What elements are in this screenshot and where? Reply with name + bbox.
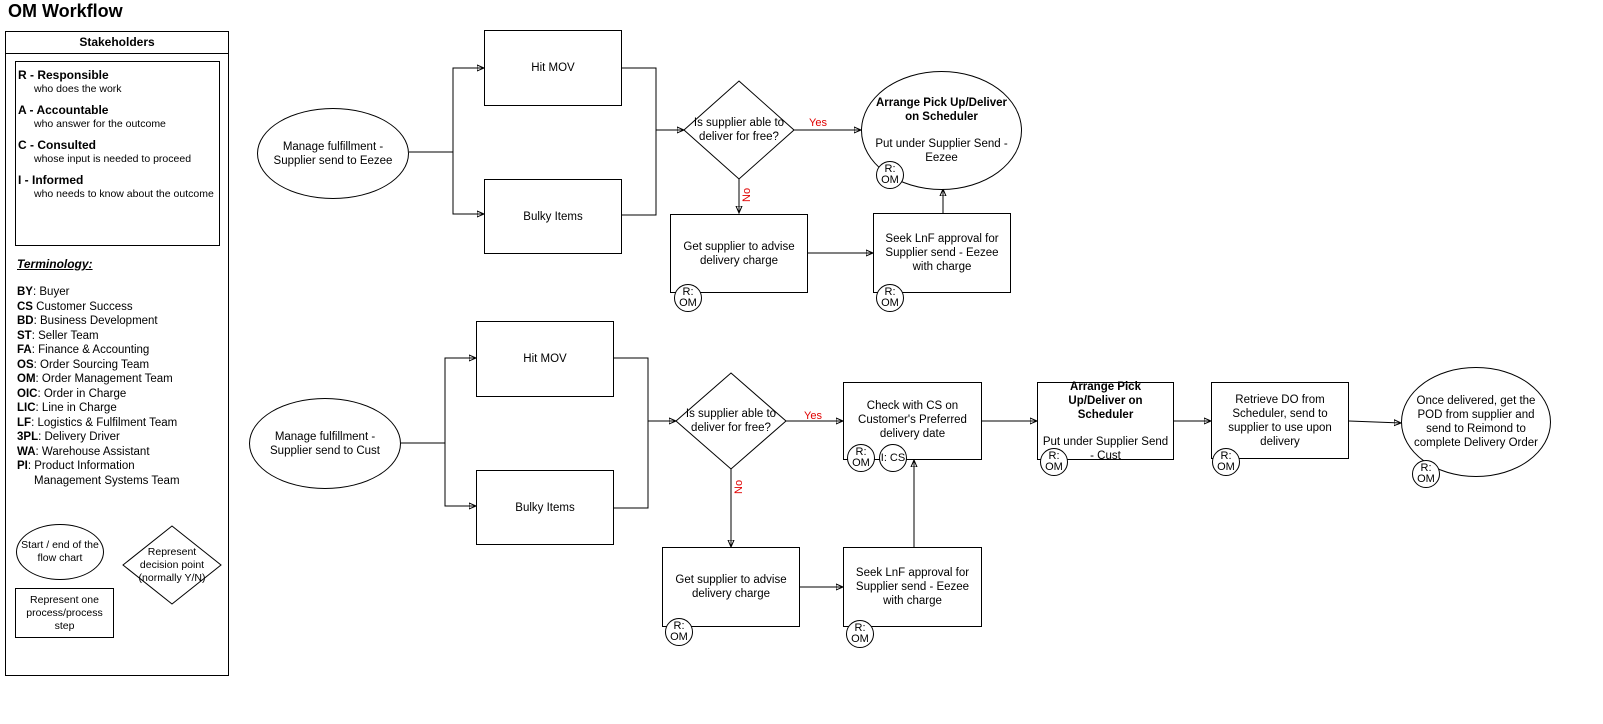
responsible-badge: R: OM [1040,448,1068,476]
decision-diamond [675,372,787,470]
term-def: : Order Sourcing Team [33,358,150,371]
flow2-seek-node: Seek LnF approval for Supplier send - Ee… [843,547,982,627]
responsible-badge: R: OM [847,444,875,472]
responsible-badge: R: OM [1212,448,1240,476]
raci-term: C - Consulted [18,138,96,152]
raci-entry: C - Consulted whose input is needed to p… [18,138,215,166]
raci-entry: A - Accountable who answer for the outco… [18,103,215,131]
term-abbr: OS [17,358,34,371]
stakeholders-header: Stakeholders [6,32,228,54]
term-item: WA: Warehouse Assistant [17,445,180,460]
term-def: : Logistics & Fulfilment Team [31,416,178,429]
flow1-advise-node: Get supplier to advise delivery charge [670,214,808,293]
flow1-start-node: Manage fulfillment - Supplier send to Ee… [257,108,409,199]
term-def: : Delivery Driver [38,431,120,443]
term-abbr: OM [17,373,36,385]
term-item: ST: Seller Team [17,329,180,344]
raci-term: R - Responsible [18,68,109,82]
term-continuation: Management Systems Team [34,474,180,487]
legend-process-shape: Represent one process/process step [15,588,114,638]
term-abbr: WA [17,445,36,458]
legend-diamond-shape [122,525,222,605]
term-def: : Buyer [32,286,70,298]
terminology-title: Terminology: [17,257,93,271]
flow2-end-node: Once delivered, get the POD from supplie… [1401,367,1551,477]
term-abbr: OIC [17,387,38,400]
flow1-hit-mov-node: Hit MOV [484,30,622,106]
responsible-badge: R: OM [1412,460,1440,488]
arrange-sub: Put under Supplier Send - Cust [1042,435,1169,462]
term-abbr: BD [17,315,34,327]
page-title: OM Workflow [8,1,123,21]
flow2-no-label: No [733,479,745,494]
term-item: PI: Product Information [17,459,180,474]
term-item: LIC: Line in Charge [17,401,180,416]
term-abbr: ST [17,329,32,342]
flow2-start-node: Manage fulfillment - Supplier send to Cu… [249,398,401,489]
stakeholders-panel: Stakeholders R - Responsible who does th… [5,31,229,676]
responsible-badge: R: OM [876,161,904,189]
legend-decision-text: Represent decision point (normally Y/N) [138,546,206,584]
term-item: 3PL: Delivery Driver [17,430,180,445]
arrange-title: Arrange Pick Up/Deliver on Scheduler [1068,380,1143,421]
term-abbr: CS [17,300,33,313]
term-def: : Product Information [27,460,135,472]
flow2-bulky-node: Bulky Items [476,470,614,545]
raci-term: I - Informed [18,173,84,187]
raci-desc: who needs to know about the outcome [34,188,214,200]
term-item: BD: Business Development [17,314,180,329]
flow2-yes-label: Yes [804,410,822,422]
term-item: OM: Order Management Team [17,372,180,387]
flow1-bulky-node: Bulky Items [484,179,622,254]
raci-legend: R - Responsible who does the work A - Ac… [15,61,220,246]
term-item: FA: Finance & Accounting [17,343,180,358]
term-item: BY: Buyer [17,285,180,300]
term-abbr: PI [17,460,28,472]
term-def: : Business Development [33,315,158,327]
responsible-badge: R: OM [876,284,904,312]
informed-badge: I: CS [879,444,907,472]
term-def: Customer Success [32,300,133,313]
term-abbr: LIC [17,402,36,414]
responsible-badge: R: OM [674,284,702,312]
term-def: : Finance & Accounting [31,344,150,356]
flow1-seek-node: Seek LnF approval for Supplier send - Ee… [873,213,1011,293]
arrange-title: Arrange Pick Up/Deliver on Scheduler [875,97,1008,123]
raci-desc: who does the work [34,83,122,95]
raci-desc: whose input is needed to proceed [34,153,192,165]
term-abbr: FA [17,344,32,356]
responsible-badge: R: OM [665,618,693,646]
flow2-hit-mov-node: Hit MOV [476,321,614,397]
legend-start-end-shape: Start / end of the flow chart [16,524,104,580]
terminology-list: BY: Buyer CS Customer Success BD: Busine… [17,285,180,488]
term-def: : Warehouse Assistant [35,445,150,458]
term-abbr: LF [17,416,32,429]
flow1-decision-text: Is supplier able to deliver for free? [693,117,785,143]
term-def: : Order Management Team [35,373,173,385]
flow2-retrieve-node: Retrieve DO from Scheduler, send to supp… [1211,382,1349,459]
raci-entry: R - Responsible who does the work [18,68,215,96]
term-item: CS Customer Success [17,300,180,315]
term-def: : Order in Charge [37,387,127,400]
term-abbr: 3PL [17,431,39,443]
term-def: : Seller Team [31,329,99,342]
flow2-decision-text: Is supplier able to deliver for free? [685,408,777,434]
flow1-yes-label: Yes [809,117,827,129]
term-def: : Line in Charge [35,402,117,414]
term-abbr: BY [17,286,33,298]
arrange-sub: Put under Supplier Send - Eezee [875,138,1008,164]
term-item: LF: Logistics & Fulfilment Team [17,416,180,431]
raci-entry: I - Informed who needs to know about the… [18,173,215,201]
raci-desc: who answer for the outcome [34,118,166,130]
term-item: OIC: Order in Charge [17,387,180,402]
decision-diamond [683,80,795,180]
term-item: OS: Order Sourcing Team [17,358,180,373]
responsible-badge: R: OM [846,620,874,648]
raci-term: A - Accountable [18,103,109,117]
flow2-advise-node: Get supplier to advise delivery charge [662,547,800,627]
flow1-no-label: No [741,187,753,202]
